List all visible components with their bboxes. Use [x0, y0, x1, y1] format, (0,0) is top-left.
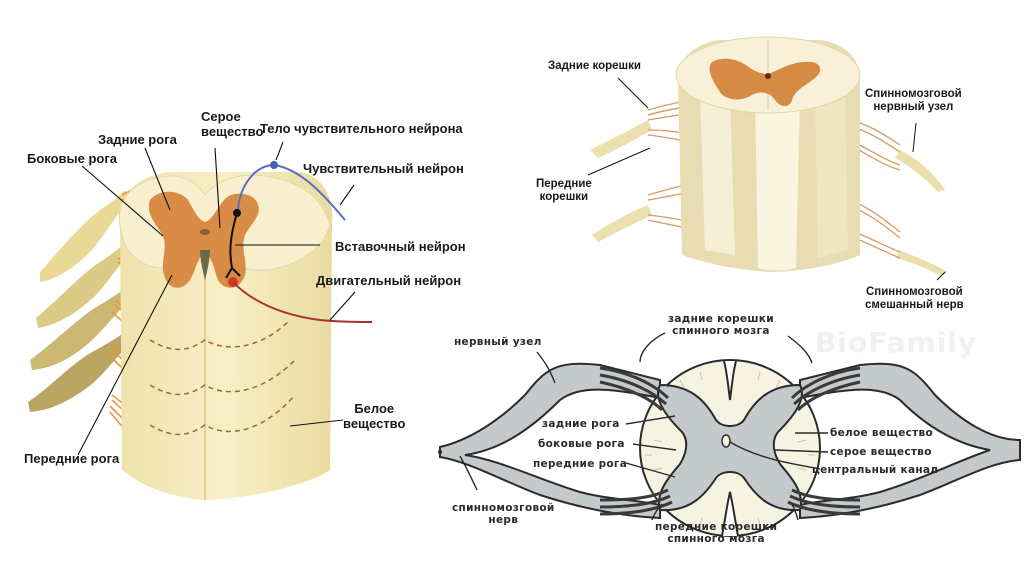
- grey-matter-section: [657, 383, 803, 512]
- central-canal-section: [721, 434, 731, 448]
- watermark: BioFamily: [815, 326, 978, 359]
- label-grey-matter: Серое вещество: [201, 109, 264, 139]
- label-nerve-ganglion: нервный узел: [454, 336, 542, 348]
- label-posterior-roots-spinal: задние корешки спинного мозга: [668, 313, 774, 338]
- label-sensory-neuron: Чувствительный нейрон: [303, 161, 464, 176]
- white-matter-hatching: [645, 371, 815, 526]
- sensory-neuron-body: [270, 161, 278, 169]
- label-white-matter-3: белое вещество: [830, 427, 933, 439]
- label-mixed-spinal-nerve: Спинномозговой смешанный нерв: [865, 286, 964, 312]
- label-white-matter: Белое вещество: [343, 401, 406, 431]
- diagram-spinal-cord-roots: [590, 36, 948, 276]
- anterior-fissure: [200, 250, 210, 280]
- label-anterior-horns: Передние рога: [24, 451, 120, 466]
- leader-lines-1: [77, 141, 356, 456]
- label-posterior-horns: Задние рога: [98, 132, 177, 147]
- leader-lines-3: [459, 332, 829, 521]
- label-anterior-roots-spinal: передние корешки спинного мозга: [655, 521, 778, 546]
- right-spinal-nerve: [799, 362, 1021, 520]
- label-posterior-roots: Задние корешки: [548, 60, 641, 72]
- spinal-ganglia-left: [28, 190, 133, 412]
- leader-lines-2: [587, 77, 946, 281]
- label-lateral-horns: Боковые рога: [27, 151, 118, 166]
- label-spinal-nerve: спинномозговой нерв: [452, 502, 555, 527]
- label-grey-matter-3: серое вещество: [830, 446, 932, 458]
- motor-neuron: [228, 277, 373, 323]
- posterior-median-sulcus: [723, 360, 737, 401]
- central-canal: [200, 229, 210, 235]
- label-anterior-horns-3: передние рога: [533, 458, 628, 470]
- label-sensory-neuron-body: Тело чувствительного нейрона: [260, 121, 463, 136]
- interneuron: [225, 209, 241, 279]
- label-spinal-ganglion: Спинномозговой нервный узел: [865, 88, 962, 114]
- ganglia-right-2: [590, 120, 948, 276]
- label-motor-neuron: Двигательный нейрон: [316, 273, 462, 288]
- label-central-canal: центральный канал: [812, 464, 939, 476]
- label-lateral-horns-3: боковые рога: [538, 438, 625, 450]
- sensory-neuron: [237, 161, 346, 221]
- label-anterior-roots: Передние корешки: [536, 178, 592, 204]
- anterior-median-fissure: [721, 491, 739, 537]
- diagram-cross-section: [438, 359, 1021, 537]
- label-posterior-horns-3: задние рога: [542, 418, 620, 430]
- label-interneuron: Вставочный нейрон: [335, 239, 466, 254]
